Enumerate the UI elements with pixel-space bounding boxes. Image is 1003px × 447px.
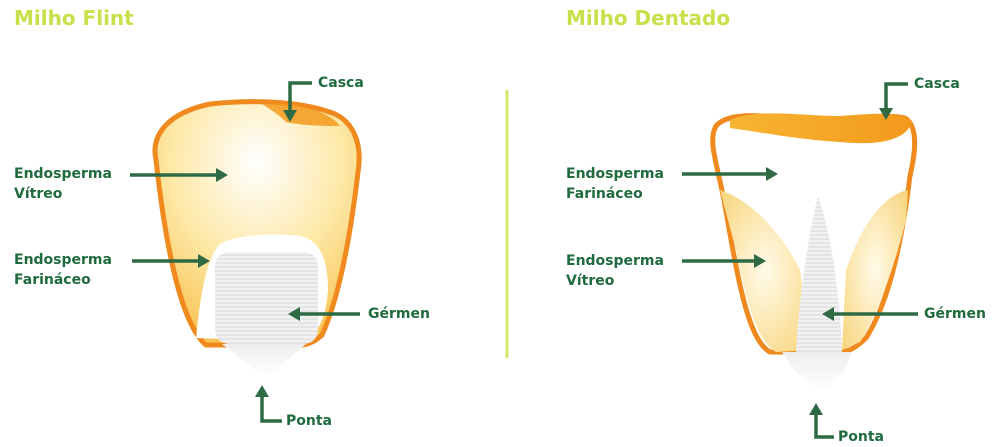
flint-ponta-label: Ponta: [286, 411, 332, 431]
dent-ponta-arrow: [809, 403, 834, 437]
flint-vitreo-label-line1: Endosperma: [14, 164, 112, 184]
dent-casca-label: Casca: [914, 74, 960, 94]
flint-tip: [222, 344, 306, 378]
dent-germen-label: Gérmen: [924, 304, 986, 324]
flint-farinaceo-label-line1: Endosperma: [14, 250, 112, 270]
flint-vitreo-label-line2: Vítreo: [14, 184, 62, 204]
dent-vitreo-label-line1: Endosperma: [566, 251, 664, 271]
flint-title: Milho Flint: [14, 6, 134, 30]
flint-ponta-arrow: [255, 385, 282, 421]
dent-ponta-label: Ponta: [838, 427, 884, 447]
flint-germen-label: Gérmen: [368, 304, 430, 324]
dent-farinaceo-label-line2: Farináceo: [566, 184, 643, 204]
flint-casca-label: Casca: [318, 73, 364, 93]
dent-tip: [782, 352, 852, 394]
flint-farinaceo-label-line2: Farináceo: [14, 270, 91, 290]
dent-farinaceo-label-line1: Endosperma: [566, 164, 664, 184]
flint-kernel: [155, 102, 359, 378]
dent-title: Milho Dentado: [566, 6, 730, 30]
dent-vitreo-label-line2: Vítreo: [566, 271, 614, 291]
flint-germ: [215, 252, 318, 344]
dent-kernel: [713, 113, 915, 394]
